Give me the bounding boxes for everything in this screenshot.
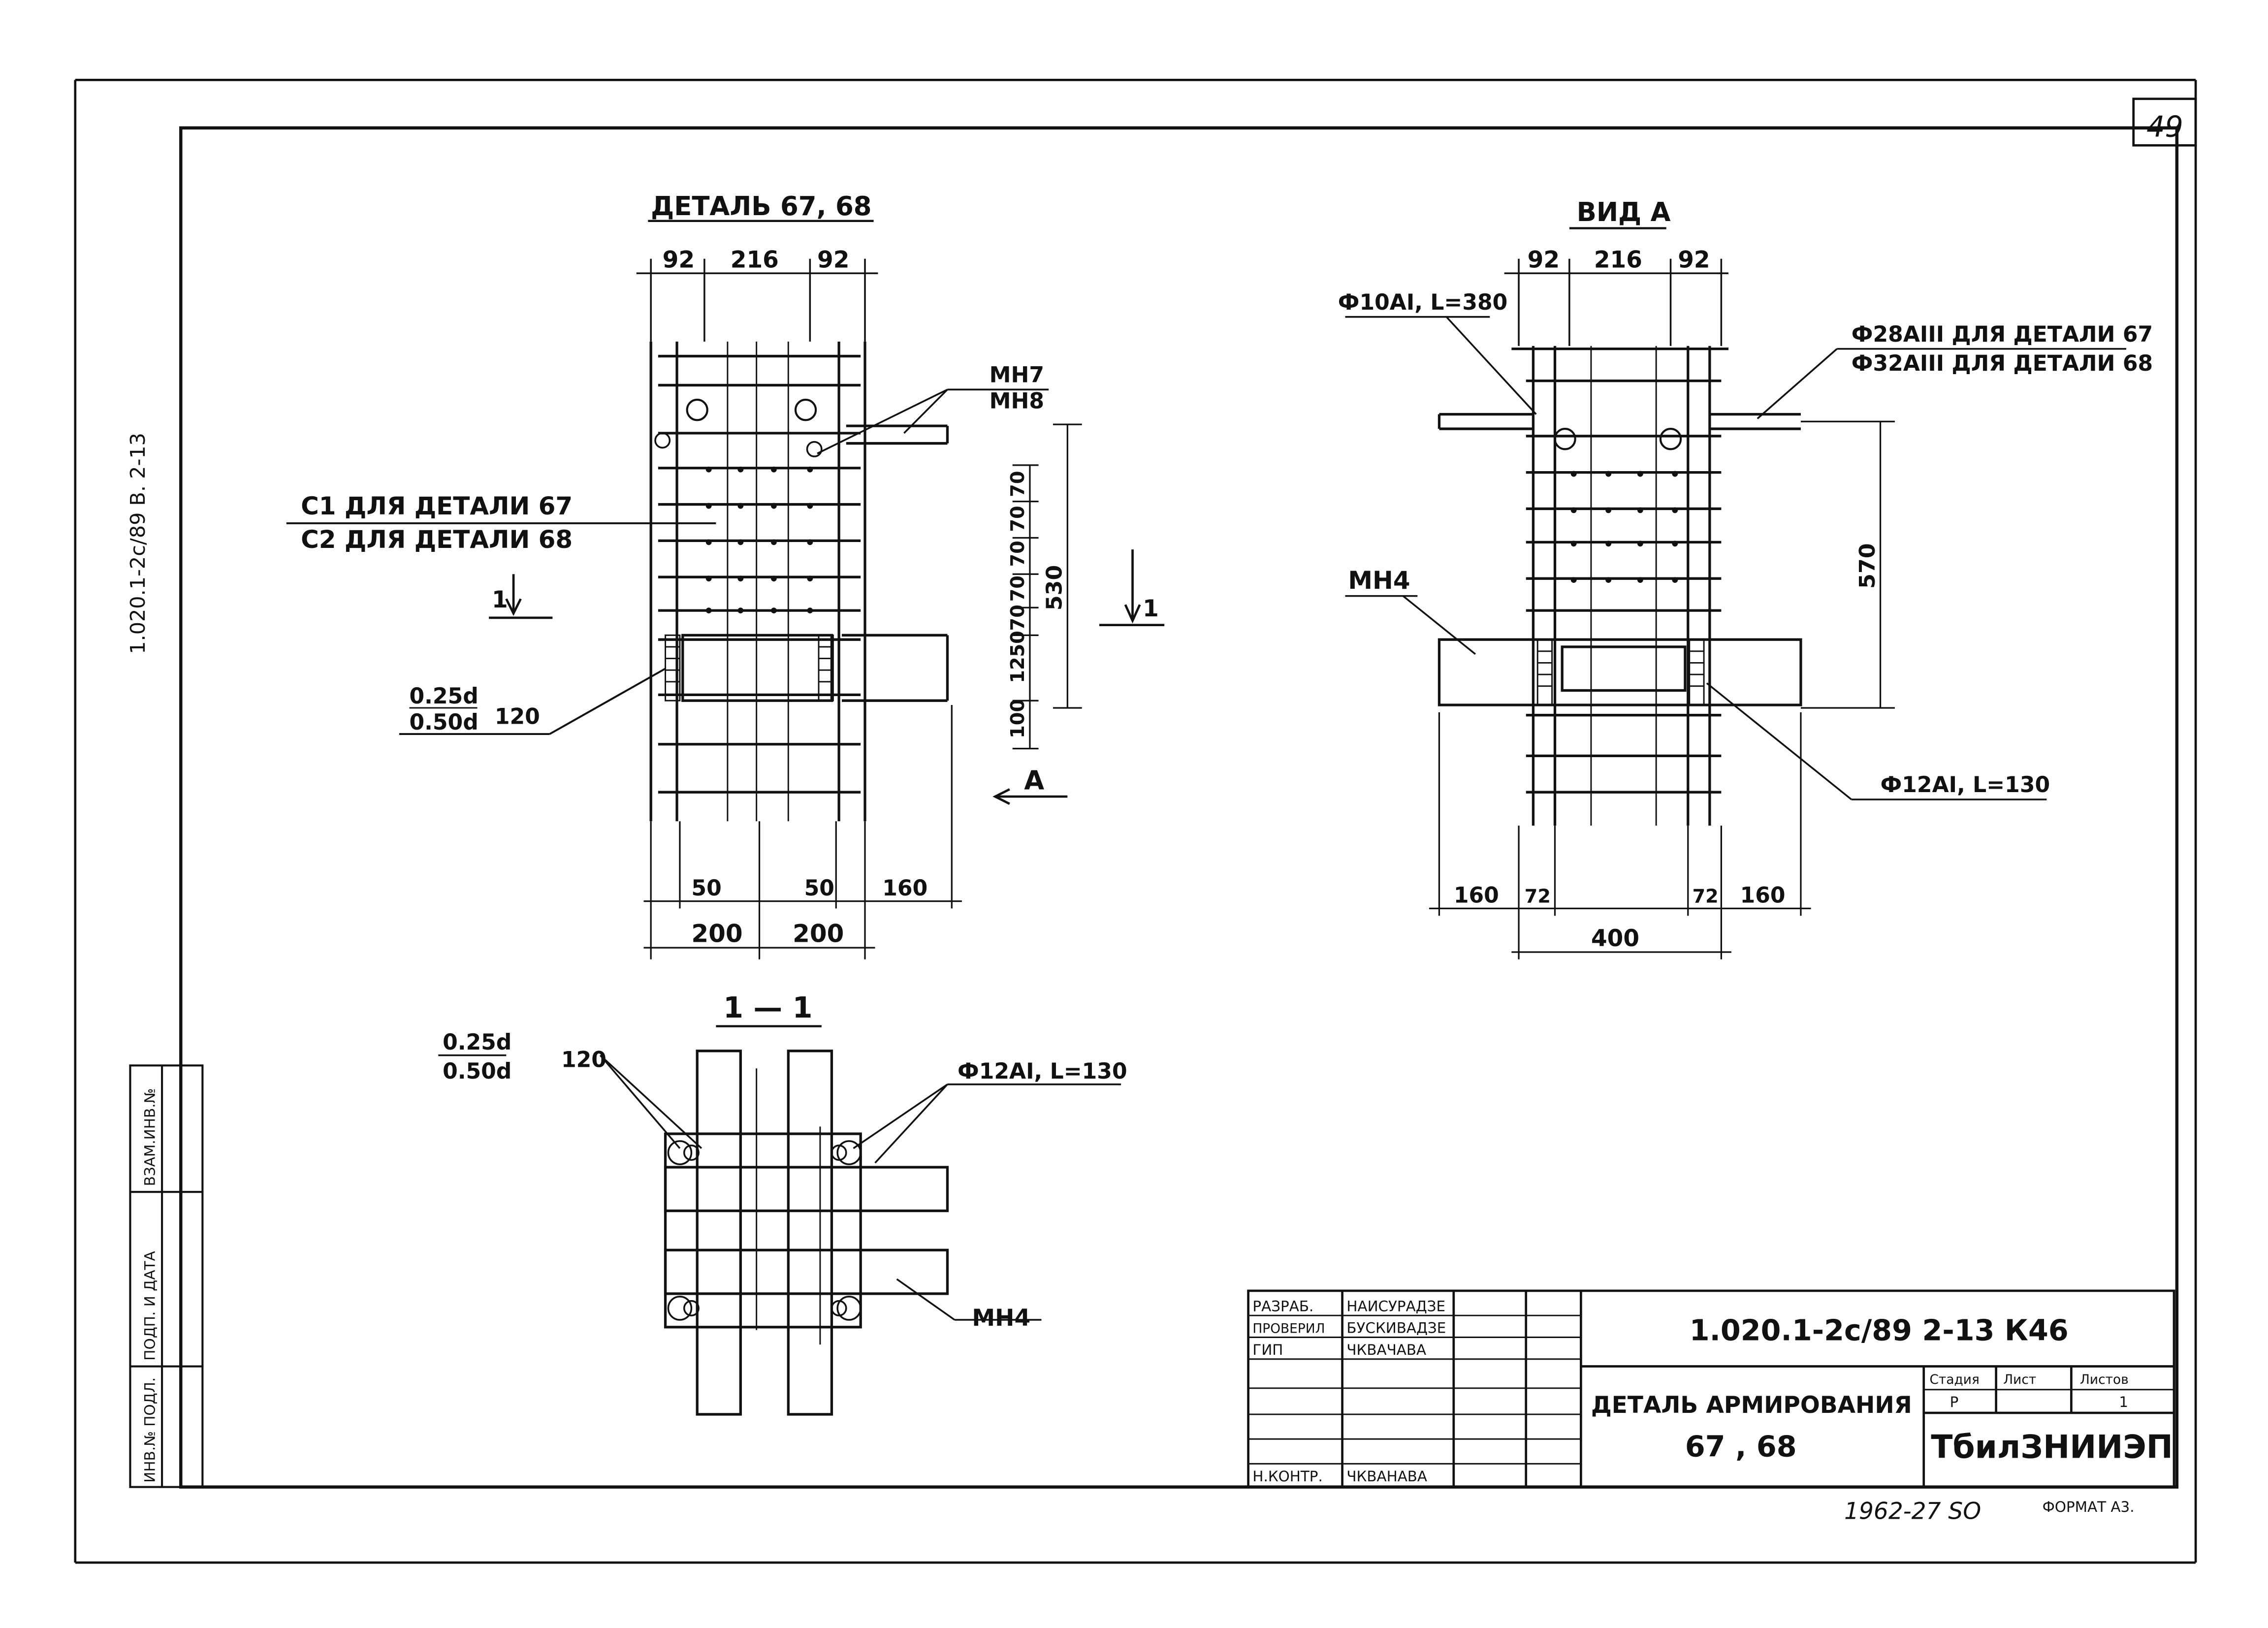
section-mark-left: 1 bbox=[492, 586, 508, 613]
right-dim-total: 530 bbox=[1042, 565, 1067, 610]
label-f12-view: Ф12АI, L=130 bbox=[1881, 772, 2050, 798]
section-weld-top: 0.25d bbox=[443, 1030, 511, 1055]
view-a: ВИД А 92 216 92 bbox=[1338, 197, 2153, 959]
col-stage: Стадия bbox=[1929, 1372, 1979, 1387]
view-a-dim-bottom-2: 72 bbox=[1525, 886, 1551, 908]
dim-bottom-50-left: 50 bbox=[691, 876, 721, 901]
tb-name-2: БУСКИВАДЗЕ bbox=[1346, 1320, 1446, 1337]
view-a-dim-bottom-1: 160 bbox=[1454, 883, 1499, 908]
section-title: 1 — 1 bbox=[723, 990, 812, 1024]
dim-top-2: 216 bbox=[731, 246, 779, 273]
section-mark-right: 1 bbox=[1143, 595, 1159, 622]
tb-name-4: ЧКВАНАВА bbox=[1346, 1468, 1427, 1485]
label-c1: С1 ДЛЯ ДЕТАЛИ 67 bbox=[301, 492, 573, 520]
section-label-f12: Ф12АI, L=130 bbox=[958, 1059, 1127, 1084]
right-dim-4: 70 bbox=[1007, 575, 1029, 602]
tb-name-3: ЧКВАЧАВА bbox=[1346, 1341, 1426, 1358]
right-dim-6: 50 bbox=[1007, 631, 1029, 657]
section-1-1: 1 — 1 0.25d 0.50d bbox=[438, 990, 1127, 1416]
weld-top: 0.25d bbox=[409, 684, 478, 709]
right-dim-5: 70 bbox=[1007, 605, 1029, 631]
tb-role-4: Н.КОНТР. bbox=[1252, 1468, 1322, 1485]
col-sheet: Лист bbox=[2003, 1372, 2036, 1387]
stage-value: Р bbox=[1950, 1394, 1959, 1410]
view-a-dim-bottom-4: 160 bbox=[1740, 883, 1786, 908]
dim-570: 570 bbox=[1855, 543, 1880, 588]
side-stamp-field-2: ПОДП. И ДАТА bbox=[141, 1251, 158, 1360]
section-label-mn4: МН4 bbox=[972, 1305, 1030, 1332]
weld-length: 120 bbox=[495, 704, 540, 729]
detail-title: ДЕТАЛЬ 67, 68 bbox=[651, 191, 871, 222]
title-block: РАЗРАБ. НАИСУРАДЗЕ ПРОВЕРИЛ БУСКИВАДЗЕ Г… bbox=[1247, 1289, 2175, 1488]
tb-role-1: РАЗРАБ. bbox=[1252, 1298, 1313, 1314]
label-mn7: МН7 bbox=[990, 362, 1044, 387]
label-c2: С2 ДЛЯ ДЕТАЛИ 68 bbox=[301, 525, 573, 554]
format-label: ФОРМАТ А3. bbox=[2043, 1499, 2135, 1515]
right-dim-1: 70 bbox=[1007, 471, 1029, 497]
col-sheets: Листов bbox=[2080, 1372, 2129, 1387]
label-bar-top: Ф10АI, L=380 bbox=[1338, 290, 1508, 315]
sheets-value: 1 bbox=[2119, 1394, 2128, 1410]
view-a-title: ВИД А bbox=[1577, 197, 1671, 227]
sheet-frame bbox=[74, 79, 2197, 1564]
dim-top-1: 92 bbox=[663, 246, 695, 273]
dim-bottom-160: 160 bbox=[882, 876, 927, 901]
page-number: 49 bbox=[2146, 109, 2183, 143]
tb-name-1: НАИСУРАДЗЕ bbox=[1346, 1298, 1445, 1314]
dim-bottom-50-right: 50 bbox=[804, 876, 834, 901]
section-weld-bottom: 0.50d bbox=[443, 1059, 511, 1084]
right-dim-3: 70 bbox=[1007, 541, 1029, 567]
view-a-dim-bottom-3: 72 bbox=[1693, 886, 1719, 908]
right-dim-2: 70 bbox=[1007, 506, 1029, 532]
label-f32: Ф32АIII ДЛЯ ДЕТАЛИ 68 bbox=[1852, 351, 2153, 376]
right-dim-7: 125 bbox=[1007, 644, 1029, 683]
right-dim-8: 100 bbox=[1007, 699, 1029, 738]
side-stamp-field-1: ИНВ.№ ПОДЛ. bbox=[141, 1377, 158, 1483]
drawing-title-line2: 67 , 68 bbox=[1685, 1429, 1797, 1463]
view-a-dim-top-2: 216 bbox=[1594, 246, 1642, 273]
tb-role-3: ГИП bbox=[1252, 1341, 1283, 1358]
drawing-title-line1: ДЕТАЛЬ АРМИРОВАНИЯ bbox=[1591, 1392, 1912, 1419]
document-code: 1.020.1-2с/89 2-13 К46 bbox=[1690, 1313, 2069, 1347]
view-a-dim-top-3: 92 bbox=[1678, 246, 1710, 273]
side-stamp-field-3: ВЗАМ.ИНВ.№ bbox=[141, 1088, 158, 1186]
side-stamp bbox=[129, 1064, 204, 1488]
view-mark: А bbox=[1024, 765, 1044, 796]
weld-bottom: 0.50d bbox=[409, 710, 478, 735]
dim-top-3: 92 bbox=[817, 246, 849, 273]
dim-bottom-200-left: 200 bbox=[691, 919, 742, 948]
side-stamp-code: 1.020.1-2с/89 В. 2-13 bbox=[126, 433, 150, 654]
organization: ТбилЗНИИЭП bbox=[1931, 1429, 2172, 1466]
label-f28: Ф28АIII ДЛЯ ДЕТАЛИ 67 bbox=[1852, 322, 2153, 347]
detail-67-68: ДЕТАЛЬ 67, 68 92 216 92 bbox=[286, 191, 1165, 959]
dim-bottom-200-right: 200 bbox=[793, 919, 844, 948]
dim-400: 400 bbox=[1591, 925, 1639, 952]
label-mn4-view: МН4 bbox=[1348, 566, 1410, 595]
section-weld-length: 120 bbox=[561, 1047, 607, 1072]
tb-role-2: ПРОВЕРИЛ bbox=[1252, 1321, 1325, 1337]
label-mn8: МН8 bbox=[990, 389, 1044, 414]
archive-number: 1962-27 SO bbox=[1844, 1498, 1981, 1525]
view-a-dim-top-1: 92 bbox=[1528, 246, 1560, 273]
